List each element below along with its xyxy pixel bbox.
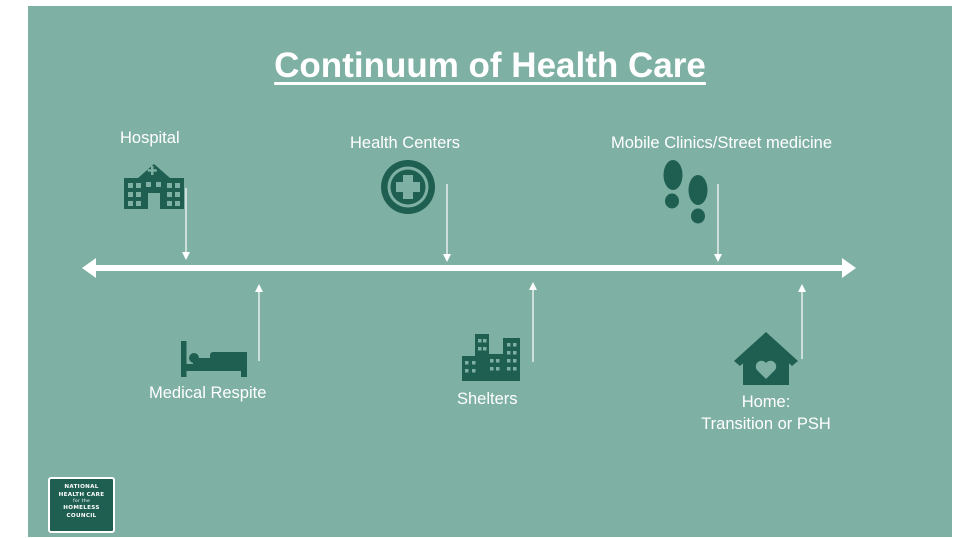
- health-centers-connector-arrowhead: [443, 254, 451, 262]
- continuum-line: [82, 258, 856, 278]
- buildings-icon: [462, 334, 520, 381]
- logo-line5: COUNCIL: [66, 512, 97, 519]
- page-title: Continuum of Health Care: [28, 46, 952, 86]
- footprints-icon: [663, 160, 708, 224]
- page-title-text: Continuum of Health Care: [274, 46, 706, 85]
- house-heart-icon: [734, 332, 798, 385]
- mobile-clinics-connector-arrowhead: [714, 254, 722, 262]
- health-centers-label: Health Centers: [350, 134, 461, 152]
- logo-line4: HOMELESS: [63, 505, 100, 511]
- logo-line1: NATIONAL: [64, 484, 99, 490]
- hospital-label: Hospital: [120, 129, 180, 147]
- hospital-bed-icon: [181, 341, 247, 377]
- home-label: Home: Transition or PSH: [700, 391, 832, 435]
- continuum-line-bar: [90, 265, 848, 271]
- home-label-line1: Home:: [741, 393, 791, 411]
- logo-line3: for the: [72, 499, 91, 504]
- logo-line2: HEALTH CARE: [58, 491, 105, 498]
- medical-cross-circle-icon: [381, 160, 435, 214]
- continuum-diagram: [82, 160, 856, 385]
- slide: Continuum of Health Care: [28, 6, 952, 537]
- home-label-line2: Transition or PSH: [701, 415, 831, 433]
- continuum-line-left-arrowhead: [82, 258, 96, 278]
- home-connector-arrowhead: [798, 284, 806, 292]
- hospital-building-icon: [124, 164, 184, 209]
- mobile-clinics-label: Mobile Clinics/Street medicine: [611, 134, 833, 152]
- continuum-line-right-arrowhead: [842, 258, 856, 278]
- shelters-connector-arrowhead: [529, 282, 537, 290]
- hospital-connector-arrowhead: [182, 252, 190, 260]
- shelters-label: Shelters: [457, 390, 518, 408]
- nhchc-logo: NATIONAL HEALTH CARE for the HOMELESS CO…: [48, 477, 115, 533]
- medical-respite-connector-arrowhead: [255, 284, 263, 292]
- medical-respite-label: Medical Respite: [149, 384, 267, 402]
